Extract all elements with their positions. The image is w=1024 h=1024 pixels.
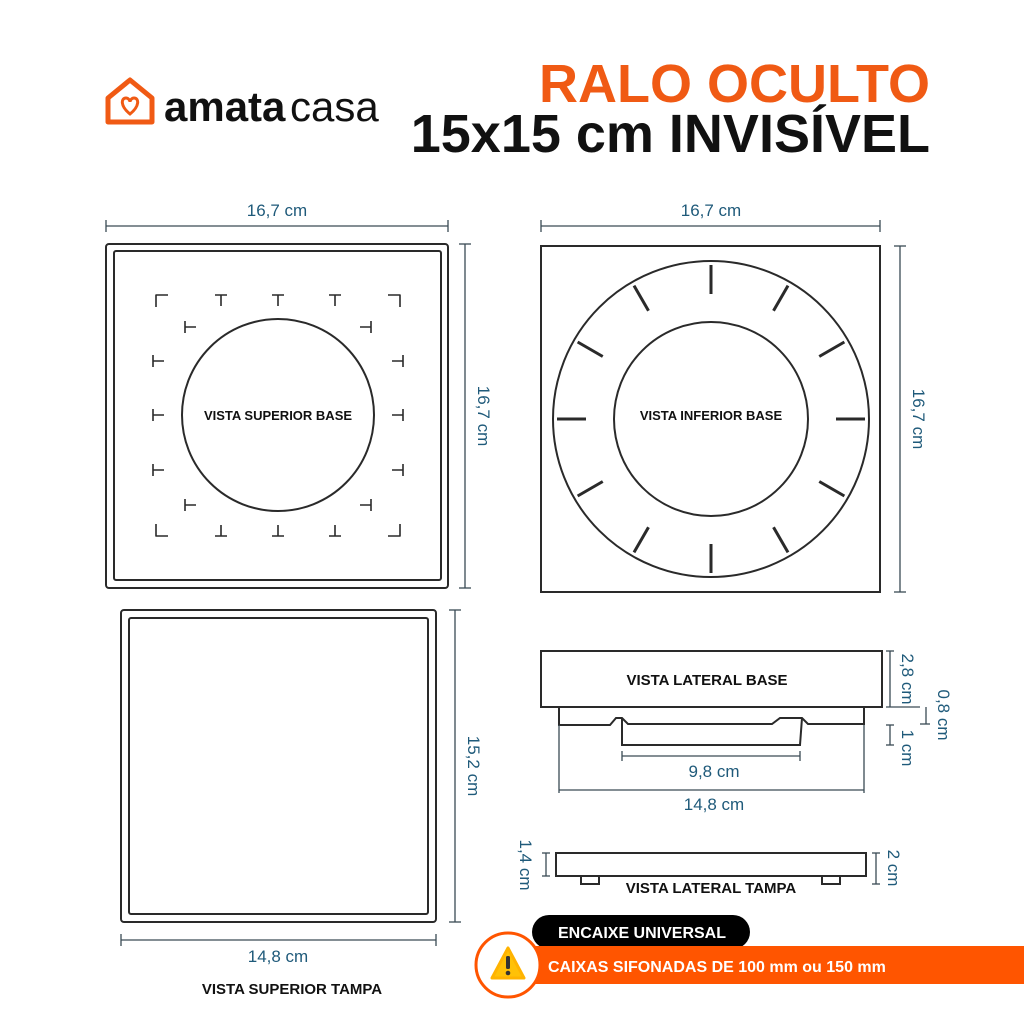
title-line1: RALO OCULTO <box>539 54 930 114</box>
top-cover-label: VISTA SUPERIOR TAMPA <box>202 981 382 998</box>
clip-marker <box>392 355 404 367</box>
logo: amata casa <box>105 77 379 130</box>
rib-tick <box>632 526 650 554</box>
top-cover-view: 15,2 cm 14,8 cm VISTA SUPERIOR TAMPA <box>120 609 483 998</box>
logo-text-light: casa <box>290 83 379 130</box>
top-base-label: VISTA SUPERIOR BASE <box>204 408 352 423</box>
clip-marker <box>152 355 164 367</box>
rib-tick <box>632 284 650 312</box>
rib-tick <box>818 340 846 358</box>
top-base-width: 16,7 cm <box>247 201 307 220</box>
clip-marker <box>184 499 196 511</box>
clip-marker <box>215 294 227 306</box>
top-base-view: 16,7 cm 16,7 cm VISTA SUPERIOR BASE <box>105 201 493 589</box>
rib-ticks <box>557 265 865 573</box>
top-cover-height: 15,2 cm <box>464 736 483 796</box>
top-base-height: 16,7 cm <box>474 386 493 446</box>
clip-marker <box>152 409 164 421</box>
clip-marker <box>272 294 284 306</box>
side-base-width: 14,8 cm <box>684 795 744 814</box>
corner-marker <box>155 294 168 307</box>
side-base-view: VISTA LATERAL BASE 9,8 cm 14,8 cm 2,8 cm… <box>540 650 953 814</box>
bottom-base-width: 16,7 cm <box>681 201 741 220</box>
warning-icon <box>490 946 526 980</box>
clip-marker <box>272 525 284 537</box>
clip-marker <box>329 294 341 306</box>
house-heart-icon <box>105 77 155 125</box>
top-cover-width: 14,8 cm <box>248 947 308 966</box>
clip-marker <box>360 499 372 511</box>
clip-markers <box>152 294 404 537</box>
compatibility-banner: ENCAIXE UNIVERSAL CAIXAS SIFONADAS DE 10… <box>474 915 1024 999</box>
side-base-step: 0,8 cm <box>934 689 953 740</box>
bottom-base-view: 16,7 cm 16,7 cm VISTA INFERIOR BASE <box>540 201 928 593</box>
bottom-base-label: VISTA INFERIOR BASE <box>640 408 783 423</box>
clip-marker <box>360 321 372 333</box>
side-base-height: 2,8 cm <box>898 653 917 704</box>
clip-marker <box>184 321 196 333</box>
corner-marker <box>155 524 168 537</box>
title-line2: 15x15 cm INVISÍVEL <box>411 104 930 164</box>
rib-tick <box>772 526 790 554</box>
banner-text: CAIXAS SIFONADAS DE 100 mm ou 150 mm <box>548 959 886 976</box>
corner-marker <box>388 294 401 307</box>
bottom-base-height: 16,7 cm <box>909 389 928 449</box>
side-base-label: VISTA LATERAL BASE <box>626 672 787 689</box>
side-cover-right-height: 2 cm <box>884 850 903 887</box>
rib-tick <box>576 340 604 358</box>
clip-marker <box>392 464 404 476</box>
side-cover-view: VISTA LATERAL TAMPA 1,4 cm 2 cm <box>516 839 903 897</box>
corner-marker <box>388 524 401 537</box>
clip-marker <box>152 464 164 476</box>
side-base-depth: 1 cm <box>898 730 917 767</box>
clip-marker <box>392 409 404 421</box>
clip-marker <box>329 525 341 537</box>
side-cover-label: VISTA LATERAL TAMPA <box>626 880 797 897</box>
rib-tick <box>772 284 790 312</box>
banner-badge: ENCAIXE UNIVERSAL <box>558 925 726 942</box>
rib-tick <box>576 480 604 498</box>
side-cover-left-height: 1,4 cm <box>516 839 535 890</box>
rib-tick <box>818 480 846 498</box>
clip-marker <box>215 525 227 537</box>
side-base-inner-width: 9,8 cm <box>688 762 739 781</box>
logo-text-bold: amata <box>164 83 286 130</box>
